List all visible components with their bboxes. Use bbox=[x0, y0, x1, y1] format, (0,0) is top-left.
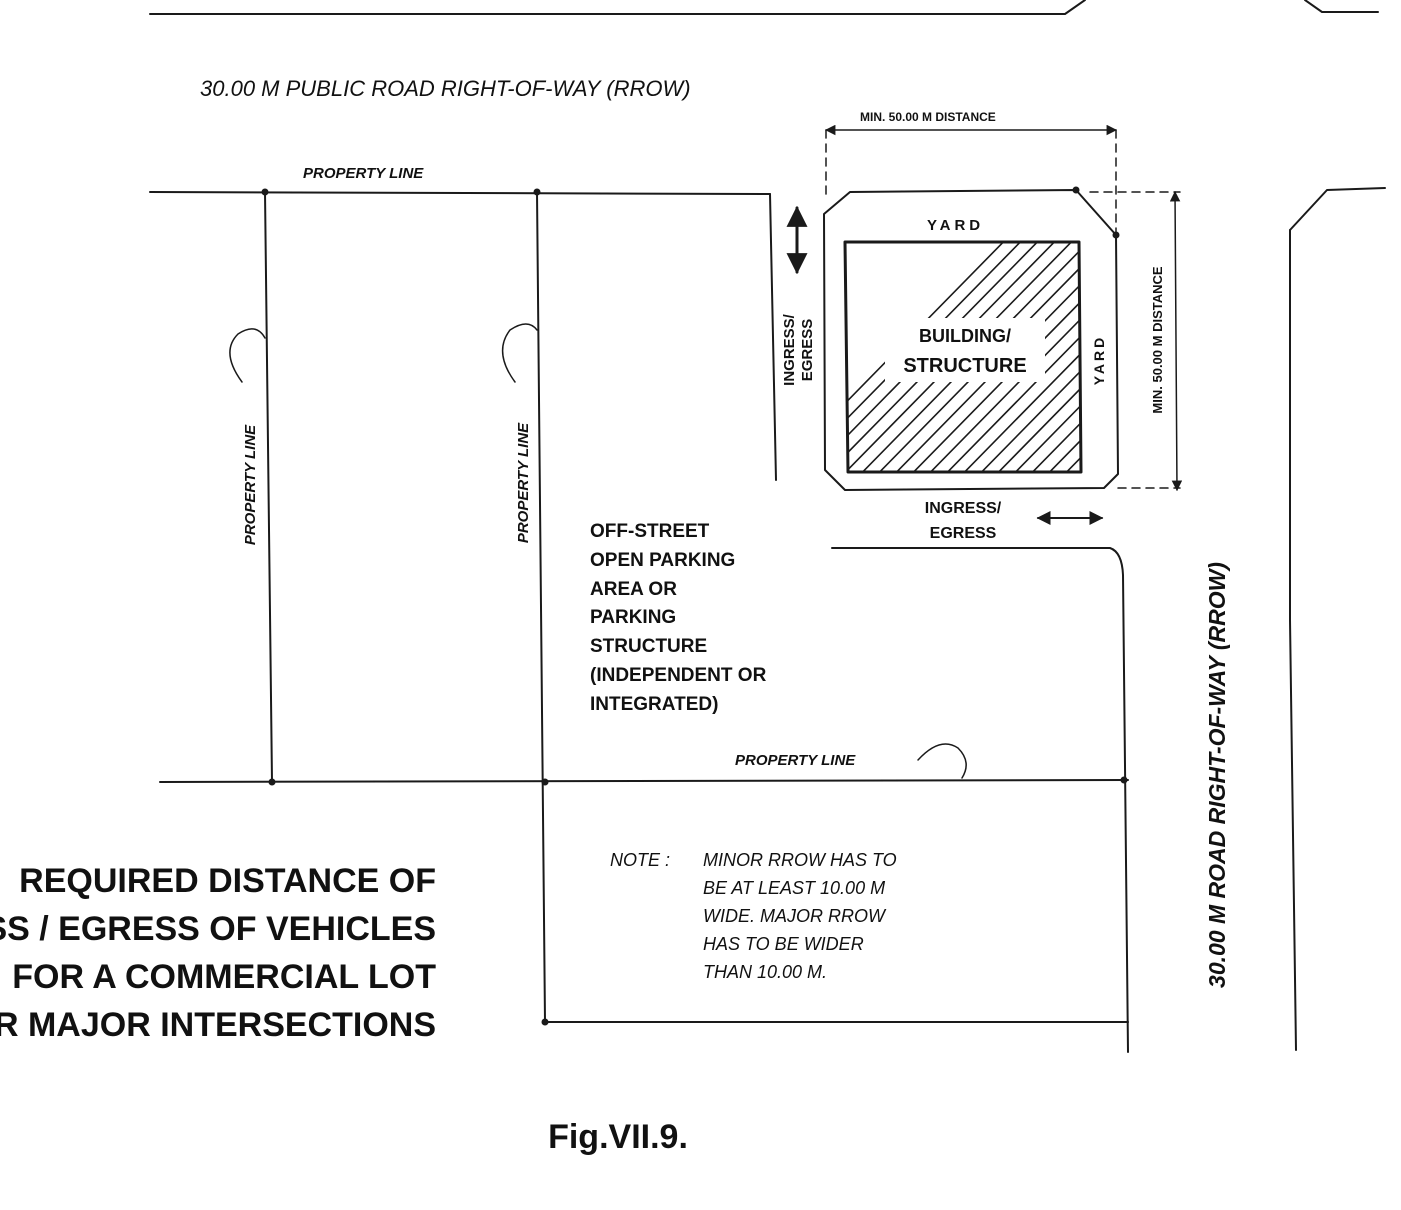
top-property-line bbox=[149, 191, 771, 195]
vertex-dot bbox=[268, 778, 276, 786]
right-road-label-group: 30.00 M ROAD RIGHT-OF-WAY (RROW) bbox=[1204, 562, 1230, 988]
note-block: NOTE : MINOR RROW HAS TO BE AT LEAST 10.… bbox=[610, 850, 897, 982]
parking-label-line: STRUCTURE bbox=[590, 636, 707, 657]
left-property-line-label-group: PROPERTY LINE bbox=[242, 424, 259, 545]
parking-label-line: AREA OR bbox=[590, 579, 677, 600]
hatch-line bbox=[1048, 242, 1081, 472]
vertex-dot bbox=[541, 778, 549, 786]
figure-label: Fig.VII.9. bbox=[548, 1118, 688, 1156]
building-footprint bbox=[843, 240, 1083, 474]
parking-label-line: INTEGRATED) bbox=[590, 694, 718, 715]
left-lot-divider bbox=[264, 191, 273, 783]
building-label-line2: STRUCTURE bbox=[903, 355, 1026, 377]
ingress-vertical-edge bbox=[769, 193, 777, 481]
ingress-vertical-label-line1: INGRESS/ bbox=[781, 313, 798, 386]
right-dimension-line bbox=[1169, 190, 1183, 492]
bottom-property-line bbox=[159, 779, 1129, 783]
top-right-road-corner bbox=[1304, 0, 1379, 13]
top-road-edge bbox=[149, 0, 1086, 15]
note-line: HAS TO BE WIDER bbox=[703, 934, 864, 954]
top-road-label: 30.00 M PUBLIC ROAD RIGHT-OF-WAY (RROW) bbox=[200, 76, 691, 101]
bottom-property-callout bbox=[917, 743, 967, 779]
hatch-line bbox=[963, 242, 1081, 472]
caption-line: REQUIRED DISTANCE OF bbox=[19, 862, 436, 900]
vertex-dot bbox=[533, 188, 541, 196]
ingress-horizontal-label-line1: INGRESS/ bbox=[925, 500, 1002, 517]
diagram-caption: REQUIRED DISTANCE OF SS / EGRESS OF VEHI… bbox=[0, 862, 436, 1044]
hatch-line bbox=[1031, 242, 1081, 472]
corner-lot-yard-boundary bbox=[823, 189, 1119, 491]
hatch-line bbox=[1168, 225, 1401, 490]
yard-top-label: YARD bbox=[927, 217, 984, 234]
vertex-dot bbox=[1120, 776, 1128, 784]
vertex-dot bbox=[261, 188, 269, 196]
note-line: THAN 10.00 M. bbox=[703, 962, 827, 982]
ingress-horizontal-label-line2: EGRESS bbox=[930, 525, 997, 542]
hatch-line bbox=[1185, 225, 1401, 490]
right-road-label: 30.00 M ROAD RIGHT-OF-WAY (RROW) bbox=[1204, 562, 1230, 988]
hatch-line bbox=[929, 242, 1081, 472]
right-road-corner bbox=[1289, 187, 1386, 231]
parking-label-line: (INDEPENDENT OR bbox=[590, 665, 767, 686]
caption-line: AR MAJOR INTERSECTIONS bbox=[0, 1006, 436, 1044]
middle-lot-divider bbox=[536, 191, 546, 1023]
middle-property-line-label: PROPERTY LINE bbox=[515, 422, 532, 543]
parking-label-line: OPEN PARKING bbox=[590, 550, 735, 571]
yard-side-label-group: YARD bbox=[1091, 335, 1107, 385]
hatch-line bbox=[997, 242, 1081, 472]
right-distance-label: MIN. 50.00 M DISTANCE bbox=[1150, 266, 1165, 413]
left-property-line-label: PROPERTY LINE bbox=[242, 424, 259, 545]
top-property-line-label: PROPERTY LINE bbox=[303, 165, 424, 182]
yard-side-label: YARD bbox=[1091, 335, 1107, 385]
ingress-vertical-label-line2: EGRESS bbox=[799, 319, 816, 382]
note-line: WIDE. MAJOR RROW bbox=[703, 906, 887, 926]
note-line: MINOR RROW HAS TO bbox=[703, 850, 897, 870]
hatch-line bbox=[946, 242, 1081, 472]
right-lot-boundary bbox=[831, 547, 1129, 1053]
parking-area-label: OFF-STREET OPEN PARKING AREA OR PARKING … bbox=[590, 521, 767, 715]
hatch-line bbox=[1083, 225, 1343, 490]
vertex-dot bbox=[541, 1018, 549, 1026]
building-label-line1: BUILDING/ bbox=[919, 326, 1011, 346]
left-property-callout bbox=[229, 328, 266, 383]
hatch-line bbox=[1014, 242, 1081, 472]
parking-label-line: PARKING bbox=[590, 607, 676, 628]
hatch-line bbox=[980, 242, 1081, 472]
middle-property-callout bbox=[501, 323, 538, 383]
caption-line: FOR A COMMERCIAL LOT bbox=[12, 958, 436, 996]
right-road-edge bbox=[1289, 229, 1297, 1051]
top-distance-label: MIN. 50.00 M DISTANCE bbox=[860, 110, 996, 124]
hatch-line bbox=[1100, 225, 1360, 490]
caption-line: SS / EGRESS OF VEHICLES bbox=[0, 910, 436, 948]
ingress-vertical-label-group: INGRESS/ EGRESS bbox=[781, 313, 816, 386]
hatch-line bbox=[1134, 225, 1394, 490]
middle-property-line-label-group: PROPERTY LINE bbox=[515, 422, 532, 543]
bottom-property-line-label: PROPERTY LINE bbox=[735, 752, 856, 769]
parking-label-line: OFF-STREET bbox=[590, 521, 710, 542]
hatch-line bbox=[1151, 225, 1401, 490]
building-label-bg bbox=[885, 318, 1045, 382]
right-distance-label-group: MIN. 50.00 M DISTANCE bbox=[1150, 266, 1165, 413]
note-line: BE AT LEAST 10.00 M bbox=[703, 878, 885, 898]
note-heading: NOTE : bbox=[610, 850, 670, 870]
